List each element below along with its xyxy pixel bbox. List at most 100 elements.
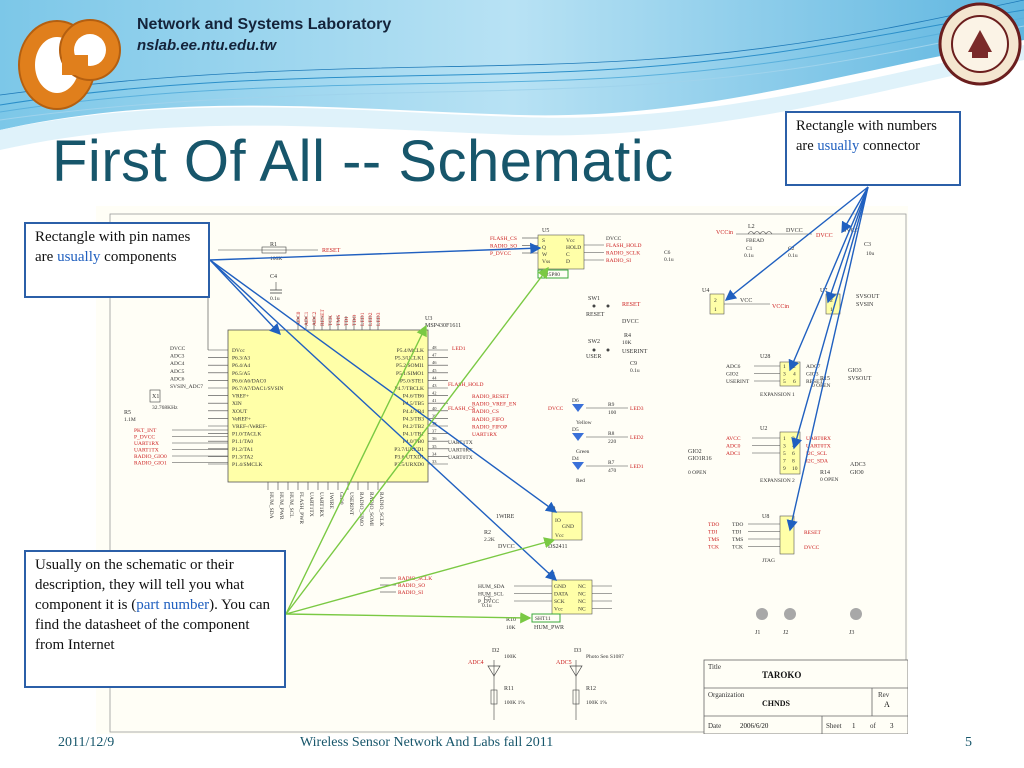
svsout-net: SVSOUT [856,294,880,300]
reset-net-label: RESET [322,248,341,254]
pin-number: 4 [793,372,796,378]
mcu-net-label: UART1RX [318,492,324,517]
svg-text:DVCC: DVCC [498,544,515,550]
svg-text:U5: U5 [542,228,549,234]
mcu-pin-label: P1.4/SMCLK [232,462,262,468]
mcu-net-label: SVSIN_ADC7 [170,384,203,390]
svg-text:U8: U8 [762,514,769,520]
photo-sensor-1: 100K [504,654,516,660]
left-net-label: P_DVCC [134,435,155,441]
left-net-label: UART1TX [134,448,159,454]
mcu-pin-label: P1.1/TA0 [232,439,253,445]
id-chip [551,511,583,541]
u2-net-label: UART0TX [806,444,831,450]
svg-text:1: 1 [714,307,717,313]
pin-label: Vcc [566,238,575,244]
mcu-pin-label: P3.7/URXD1 [394,447,424,453]
jtag-pin-label: TDO [732,522,743,528]
svg-text:GIO3: GIO3 [848,368,862,374]
uart-net-label: UART0TX [448,455,473,461]
u2-net-label: I2C_SDA [806,459,828,465]
pin-label: Q [542,245,546,251]
photo-sensor-2: Photo Sen S1087 [586,654,624,660]
svg-text:JTAG: JTAG [762,558,775,564]
mcu-pin-label: P4.3/TB3 [403,416,424,422]
tb-title-label: Title [708,663,721,671]
hum-pin-label: NC [578,584,586,590]
tb-date: 2006/6/20 [740,722,769,730]
svg-text:D2: D2 [492,648,499,654]
mcu-pin-label: P4.5/TB5 [403,401,424,407]
svg-text:X1: X1 [152,394,159,400]
lab-url: nslab.ee.ntu.edu.tw [137,37,277,54]
tb-org-label: Organization [708,691,745,699]
ref-label: R7 [608,460,615,466]
radio-net-label: RADIO_SO [398,583,425,589]
pin-number: 7 [783,459,786,465]
left-net-label: PKT_INT [134,428,157,434]
svg-text:R1: R1 [270,242,277,248]
connector-callout-text-end: connector [859,138,921,154]
pin-number: 5 [783,379,786,385]
svg-text:C9: C9 [630,361,637,367]
svg-text:2.2K: 2.2K [484,537,495,543]
radio-net-label: UART1RX [472,432,497,438]
u28-net-label: ADC7 [806,364,821,370]
pin-number: 45 [432,368,437,373]
value-label: 100 [608,410,617,416]
part-number-callout-highlight: part number [136,597,210,613]
left-net-label: RADIO_GIO0 [134,454,167,460]
svg-text:U9: U9 [548,506,555,512]
u28-net-label: GIO3 [806,372,819,378]
pin-label: W [542,252,548,258]
ref-label: D5 [572,427,579,433]
svg-text:C5: C5 [484,596,491,602]
tb-rev-label: Rev [878,691,890,699]
mcu-net-label: RADIO_SOMI [368,492,374,526]
pin-number: 1 [783,436,786,442]
pin-number: 37 [432,429,437,434]
uart-net-label: UART1TX [448,440,473,446]
hum-pin-label: NC [578,607,586,613]
pin-number: 6 [793,379,796,385]
mcu-net-label: RADIO_SCLK [378,492,384,526]
svg-text:SW1: SW1 [588,296,600,302]
mcu-net-label: TDI [344,317,350,326]
svg-text:GIO0: GIO0 [850,470,864,476]
svg-text:0 OPEN: 0 OPEN [812,383,831,389]
svg-text:U1: U1 [548,572,555,578]
svg-text:100K: 100K [270,256,282,262]
u2-net-label: UART0RX [806,436,831,442]
u2-net-label: ADC1 [726,451,741,457]
mcu-net-label: TMS [336,315,342,326]
svg-text:0.1u: 0.1u [482,603,492,609]
mcu-pin-label: P6.6/A6/DAC0 [232,378,266,384]
svg-text:DS2411: DS2411 [548,544,567,550]
svg-text:100K 1%: 100K 1% [504,700,525,706]
ref-label: R8 [608,431,615,437]
jtag-net-label: TDO [708,522,719,528]
pin-number: 34 [432,451,437,456]
components-callout-text-end: components [100,249,177,265]
mcu-net-label: RADIO_SIMO [358,492,364,526]
jtag-net-label: RESET [804,530,821,536]
mcu-pin-label: P6.7/A7/DAC1/SVSIN [232,386,284,392]
svg-text:RESET: RESET [622,302,641,308]
connector-callout-text: Rectangle with numbers are [796,118,937,154]
radio-net-label: RADIO_VREF_EN [472,402,516,408]
svg-text:32.768KHz: 32.768KHz [152,405,178,411]
mcu-net-label: GIO0 [338,492,344,505]
svg-text:D3: D3 [574,648,581,654]
hum-pin-label: Vcc [554,607,563,613]
mcu-net-label: RESET [320,309,326,326]
pin-label: D [566,259,570,265]
slide-title: First Of All -- Schematic [52,129,674,194]
mcu-net-label: LED3 [376,312,382,326]
radio-net-label: RADIO_FIFO [472,417,504,423]
mcu-net-label: ADC5 [170,369,185,375]
tb-of-label: of [870,722,877,730]
pin-number: 33 [432,459,437,464]
components-callout-highlight: usually [57,249,101,265]
mcu-net-label: FLASH_PWR [298,492,304,524]
svg-text:R10: R10 [506,617,516,623]
